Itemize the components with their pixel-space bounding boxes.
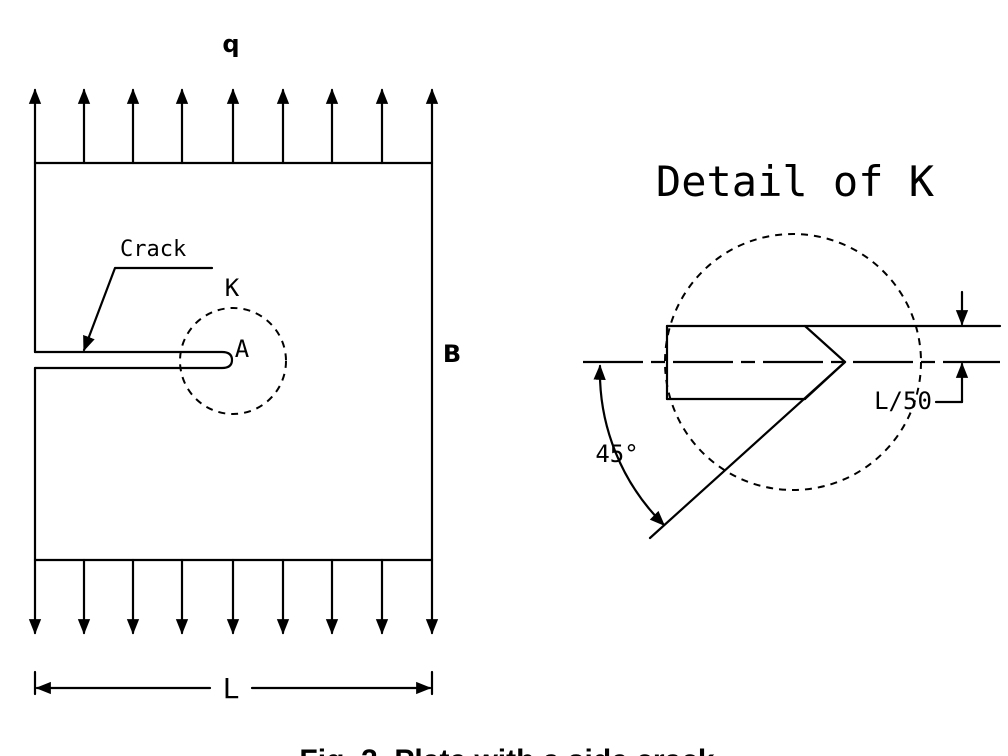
angle-line-45 (648, 360, 847, 540)
angle-label: 45° (595, 440, 638, 468)
top-load-arrows (28, 88, 439, 165)
load-label: q (222, 30, 239, 58)
width-dimension: L (33, 670, 434, 705)
detail-circle-k (179, 307, 287, 415)
detail-ref-label: K (225, 274, 240, 302)
crack (33, 350, 234, 370)
figure-caption: Fig. 2. Plate with a side crack (299, 744, 714, 756)
gap-label: L/50 (874, 387, 932, 415)
bottom-load-arrows (28, 558, 439, 635)
detail-view: 45° L/50 (583, 233, 1002, 540)
crack-label: Crack (120, 237, 186, 262)
crack-tip-label: A (235, 335, 250, 363)
width-label: L (223, 672, 240, 705)
plate (33, 161, 434, 562)
height-label: B (443, 340, 461, 368)
crack-leader (82, 266, 214, 352)
detail-title: Detail of K (656, 157, 935, 206)
angle-arc (593, 364, 666, 527)
